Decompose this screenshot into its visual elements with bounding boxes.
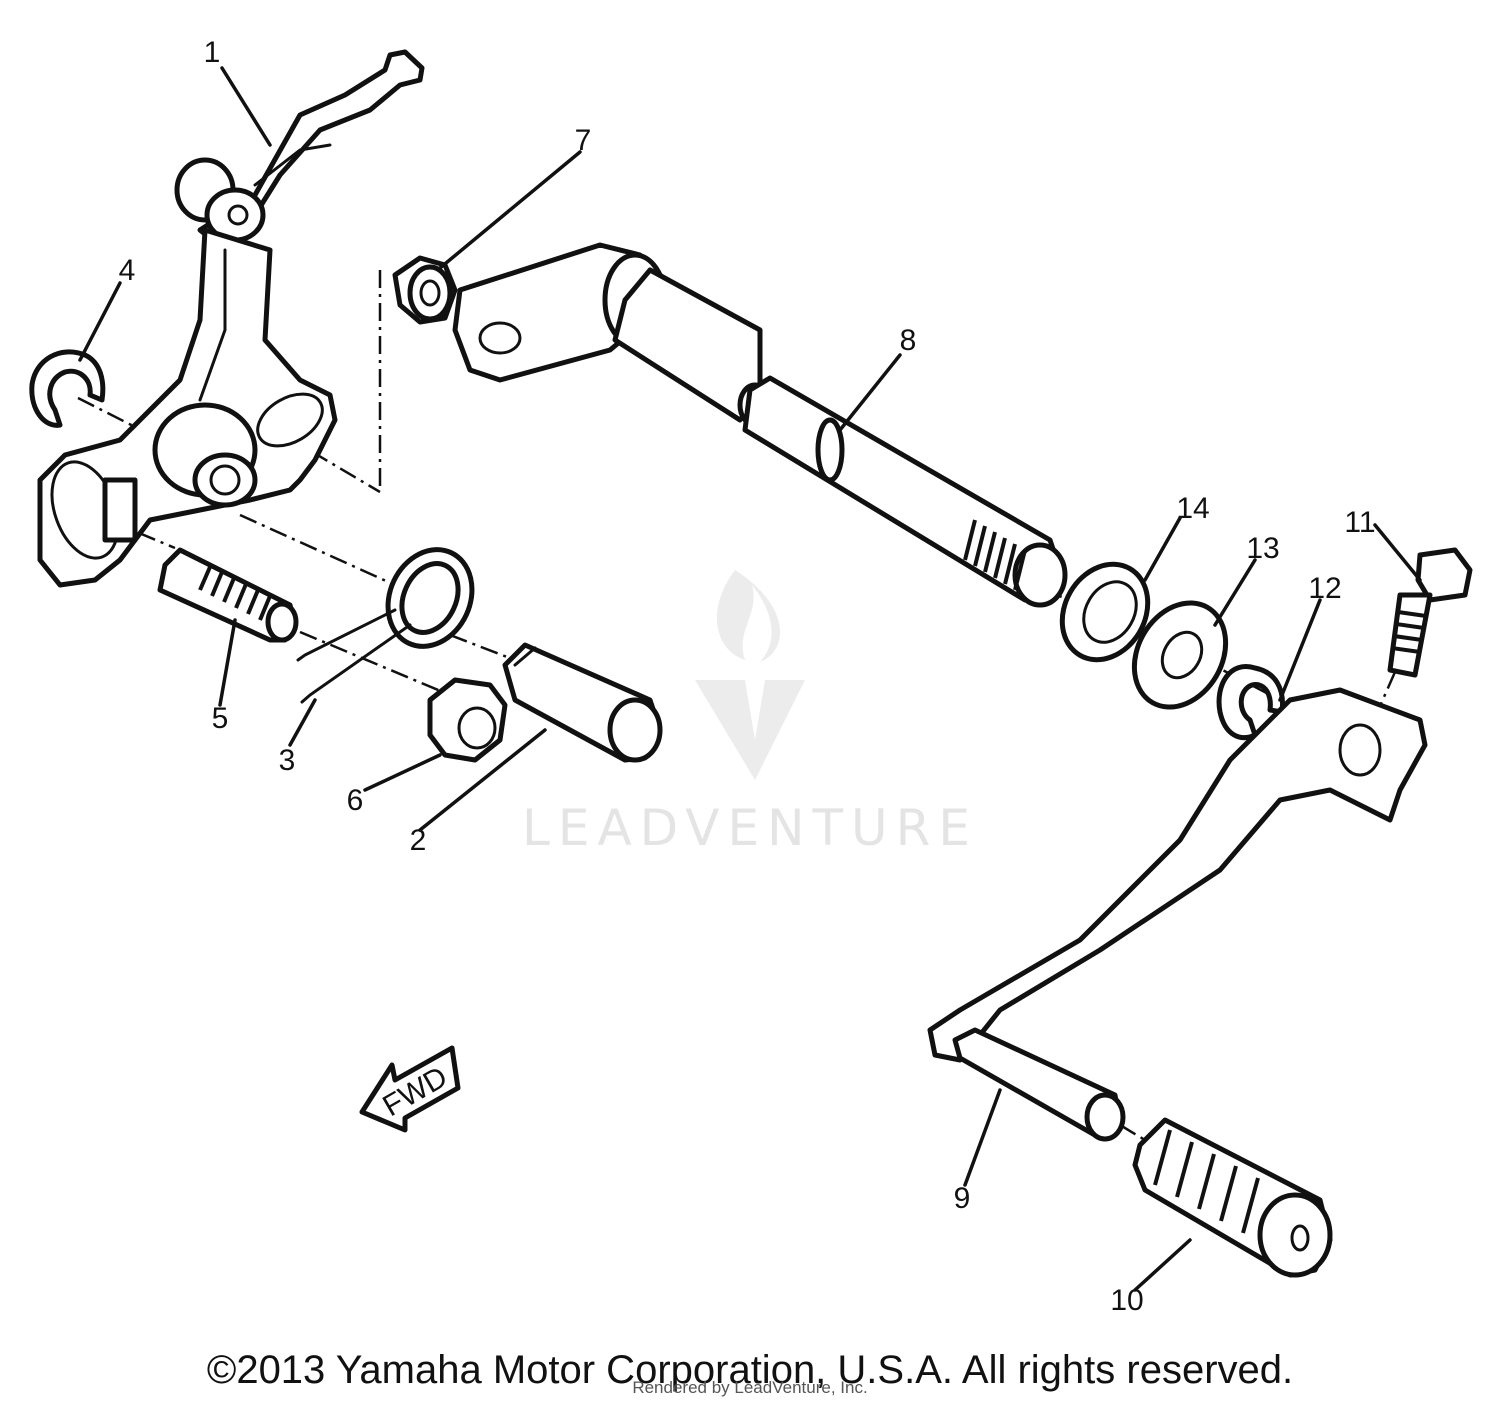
watermark-logo bbox=[695, 570, 805, 780]
part-roller-2 bbox=[502, 642, 663, 763]
part-nut-6 bbox=[427, 677, 508, 763]
part-circlip-4 bbox=[29, 349, 106, 428]
watermark-text: LEADVENTURE bbox=[522, 799, 978, 857]
leader-lines bbox=[78, 66, 1422, 1292]
callout-13: 13 bbox=[1246, 532, 1279, 565]
part-threaded-pin-5 bbox=[157, 547, 299, 643]
callout-14: 14 bbox=[1176, 492, 1209, 525]
callout-8: 8 bbox=[900, 324, 917, 357]
part-shift-shaft-8 bbox=[452, 242, 1068, 608]
callout-7: 7 bbox=[575, 124, 592, 157]
callout-9: 9 bbox=[954, 1182, 971, 1215]
callout-6: 6 bbox=[347, 784, 364, 817]
callout-5: 5 bbox=[212, 702, 229, 735]
callout-4: 4 bbox=[119, 254, 136, 287]
callout-3: 3 bbox=[279, 744, 296, 777]
callout-11: 11 bbox=[1344, 506, 1375, 539]
part-oil-seal-14 bbox=[1059, 561, 1151, 663]
part-bolt-11 bbox=[1387, 547, 1473, 678]
callout-1: 1 bbox=[204, 36, 221, 69]
part-pedal-rubber-10 bbox=[1132, 1117, 1333, 1278]
part-washer-13 bbox=[1131, 600, 1229, 710]
part-spring-3 bbox=[296, 547, 475, 704]
rendered-by-notice: Rendered by LeadVenture, Inc. bbox=[632, 1378, 868, 1397]
callout-12: 12 bbox=[1308, 572, 1341, 605]
part-lever-body bbox=[37, 227, 338, 588]
callout-2: 2 bbox=[410, 824, 427, 857]
part-shift-arm bbox=[174, 49, 425, 253]
fwd-arrow: FWD bbox=[359, 1045, 461, 1133]
callout-10: 10 bbox=[1110, 1284, 1143, 1317]
copyright-notice: ©2013 Yamaha Motor Corporation, U.S.A. A… bbox=[206, 1348, 1294, 1392]
part-bushing-7 bbox=[392, 255, 458, 325]
part-shift-pedal-9 bbox=[927, 687, 1428, 1142]
